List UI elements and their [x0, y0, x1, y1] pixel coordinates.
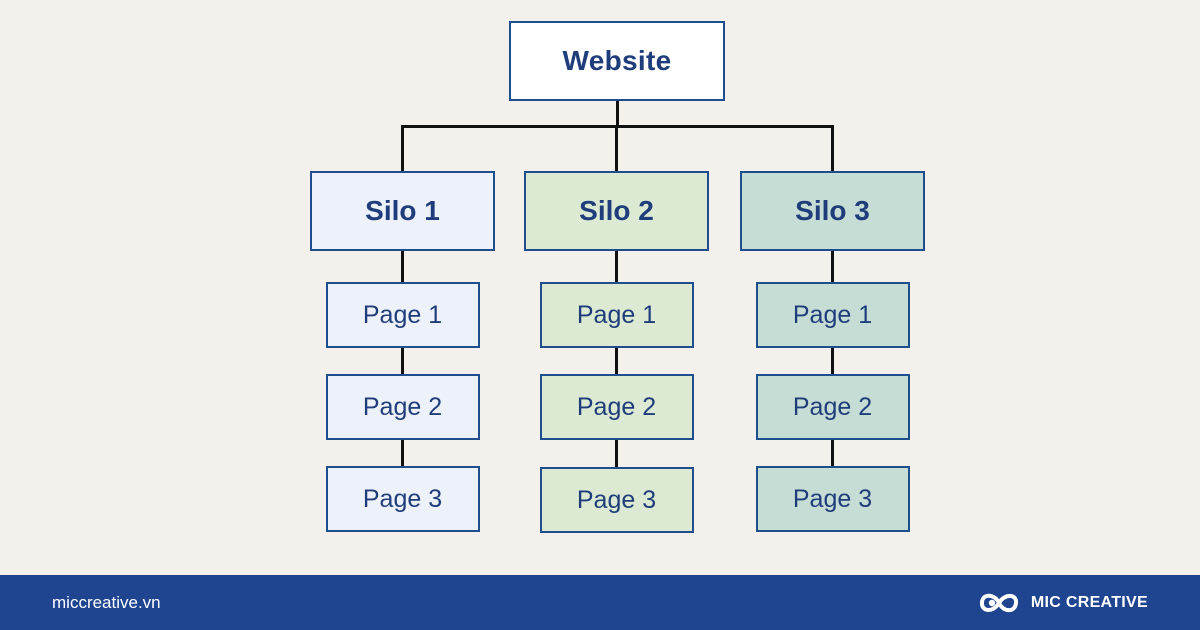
page-node: Page 2: [325, 374, 480, 440]
connector-to-page: [401, 348, 404, 374]
page-node: Page 1: [755, 282, 910, 348]
brand: MIC CREATIVE: [977, 575, 1148, 630]
page-node: Page 1: [539, 282, 694, 348]
site-url[interactable]: miccreative.vn: [52, 593, 161, 612]
footer-bar: miccreative.vn MIC CREATIVE: [0, 575, 1200, 630]
connector-bus-to-silo: [615, 126, 618, 171]
connector-bus-to-silo: [401, 126, 404, 171]
page-node: Page 1: [325, 282, 480, 348]
silo-node: Silo 1: [310, 171, 495, 251]
connector-to-page: [401, 251, 404, 282]
connector-to-page: [831, 348, 834, 374]
silo-node: Silo 2: [524, 171, 709, 251]
connector-to-page: [615, 251, 618, 282]
connector-to-page: [615, 440, 618, 467]
connector-to-page: [831, 251, 834, 282]
infinity-loop-icon: [979, 593, 1018, 612]
page-node: Page 2: [539, 374, 694, 440]
connector-to-page: [831, 440, 834, 466]
silo-structure-diagram: Website Silo 1 Page 1 Page 2 Page 3 Silo 2 Pa…: [310, 21, 925, 533]
connector-bus-to-silo: [831, 126, 834, 171]
connector-root-to-bus: [615, 101, 619, 126]
page-node: Page 3: [539, 467, 694, 533]
page-node: Page 3: [755, 466, 910, 532]
silo-node: Silo 3: [740, 171, 925, 251]
brand-name: MIC CREATIVE: [1030, 593, 1148, 611]
page-node: Page 2: [755, 374, 910, 440]
website-node: Website: [509, 21, 725, 101]
connector-to-page: [401, 440, 404, 466]
page-node: Page 3: [325, 466, 480, 532]
connector-to-page: [615, 348, 618, 374]
